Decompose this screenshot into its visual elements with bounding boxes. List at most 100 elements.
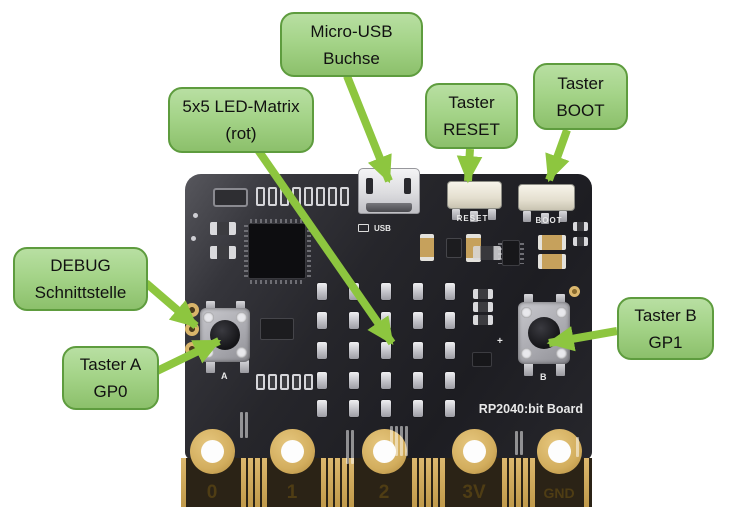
label-line: RESET [443, 120, 500, 139]
edge-stripe [530, 458, 535, 507]
smd-component [473, 246, 501, 260]
label-line: Schnittstelle [34, 283, 127, 302]
smd-pad [268, 374, 277, 390]
pin-label-mark [346, 430, 349, 464]
rp2040-chip [248, 223, 306, 279]
edge-stripe [241, 458, 246, 507]
edge-stripe [509, 458, 514, 507]
button-a-leg [206, 360, 215, 373]
boot-switch [518, 184, 575, 211]
edge-stripe [426, 458, 431, 507]
arrow-debug [143, 279, 199, 330]
edge-pad-label: 0 [206, 482, 218, 503]
edge-pad-finger: GND [537, 452, 582, 520]
label-line: Micro-USB [310, 21, 393, 41]
crystal-component [213, 188, 248, 207]
label-line: BOOT [556, 100, 605, 120]
label-line: Taster [557, 73, 604, 93]
edge-pad-label: 3V [462, 482, 486, 503]
button-a-contact [236, 312, 247, 323]
smd-pad [304, 187, 313, 206]
button-b-contact [521, 348, 532, 359]
button-a-leg [240, 360, 249, 373]
capacitor [420, 234, 434, 261]
pin-label-mark [520, 431, 523, 455]
led-matrix-led [317, 342, 327, 359]
smd-pad [292, 374, 301, 390]
label-line: (rot) [225, 124, 257, 143]
edge-connector-pad: 3V [451, 429, 497, 507]
label-taster-boot: Taster BOOT [533, 63, 628, 130]
button-a-contact [236, 347, 247, 358]
edge-pad-finger: 3V [452, 452, 497, 520]
usb-slot-right [404, 178, 411, 194]
edge-pad-hole [280, 440, 304, 463]
label-taster-b: Taster B GP1 [617, 297, 714, 360]
button-b-leg [556, 294, 565, 304]
edge-stripe [440, 458, 445, 507]
led-matrix-led [349, 312, 359, 329]
button-a-contact [203, 312, 214, 323]
led-matrix-led [317, 312, 327, 329]
chip-pins-left [244, 225, 248, 277]
pin-label-mark [515, 431, 518, 455]
led-matrix-led [413, 400, 423, 417]
led-matrix-led [349, 372, 359, 389]
smd-pad [256, 374, 265, 390]
smd-component [573, 237, 588, 246]
edge-connector-pad: 2 [361, 429, 407, 507]
label-line: Taster A [79, 355, 142, 374]
arrow-taster-b [546, 326, 618, 352]
edge-stripe [248, 458, 253, 507]
pin-label-mark [400, 426, 403, 456]
pin-label-mark [390, 426, 393, 456]
edge-stripe [255, 458, 260, 507]
button-b-leg [524, 363, 533, 376]
led-matrix-led [445, 283, 455, 300]
smd-component [573, 222, 588, 231]
smd-pad [304, 374, 313, 390]
sot23-transistor [502, 240, 520, 266]
led-matrix-led [381, 283, 391, 300]
label-taster-reset: Taster RESET [425, 83, 518, 149]
smd-component [473, 289, 493, 299]
edge-stripe [342, 458, 347, 507]
smd-component [210, 246, 236, 259]
smd-component [473, 315, 493, 325]
button-b-leg [524, 294, 533, 304]
edge-pad-hole [200, 440, 224, 463]
label-line: GP0 [93, 382, 128, 401]
usb-socket-lip [366, 203, 412, 212]
edge-pad-finger: 0 [190, 452, 235, 520]
pin-label-mark [245, 412, 248, 438]
led-matrix-led [445, 312, 455, 329]
led-matrix-led [413, 342, 423, 359]
led-matrix-led [413, 372, 423, 389]
arrow-taster-a [155, 337, 222, 375]
label-taster-a: Taster A GP0 [62, 346, 159, 410]
pin-label-mark [576, 437, 579, 457]
reset-switch-leg [470, 211, 478, 222]
label-led-matrix: 5x5 LED-Matrix (rot) [168, 87, 314, 153]
edge-pad-hole [462, 440, 486, 463]
label-line: Buchse [323, 48, 380, 68]
arrow-led-matrix [254, 147, 396, 346]
edge-stripe [321, 458, 326, 507]
arrow-micro-usb [343, 74, 393, 184]
usb-silkscreen-icon [358, 224, 369, 232]
sot23-transistor [472, 352, 492, 367]
smd-pad [256, 187, 265, 206]
edge-stripe [516, 458, 521, 507]
edge-stripe [262, 458, 267, 507]
silkscreen-plus-mark: + [497, 336, 503, 347]
label-line: Taster [448, 93, 495, 112]
label-line: Taster B [634, 305, 697, 325]
board-name-text: RP2040:bit Board [478, 402, 583, 416]
reset-switch-leg [488, 209, 496, 220]
reset-switch [447, 181, 502, 209]
capacitor [538, 254, 566, 269]
edge-pad-finger: 1 [270, 452, 315, 520]
smd-component [473, 302, 493, 312]
edge-connector-pad: 1 [269, 429, 315, 507]
